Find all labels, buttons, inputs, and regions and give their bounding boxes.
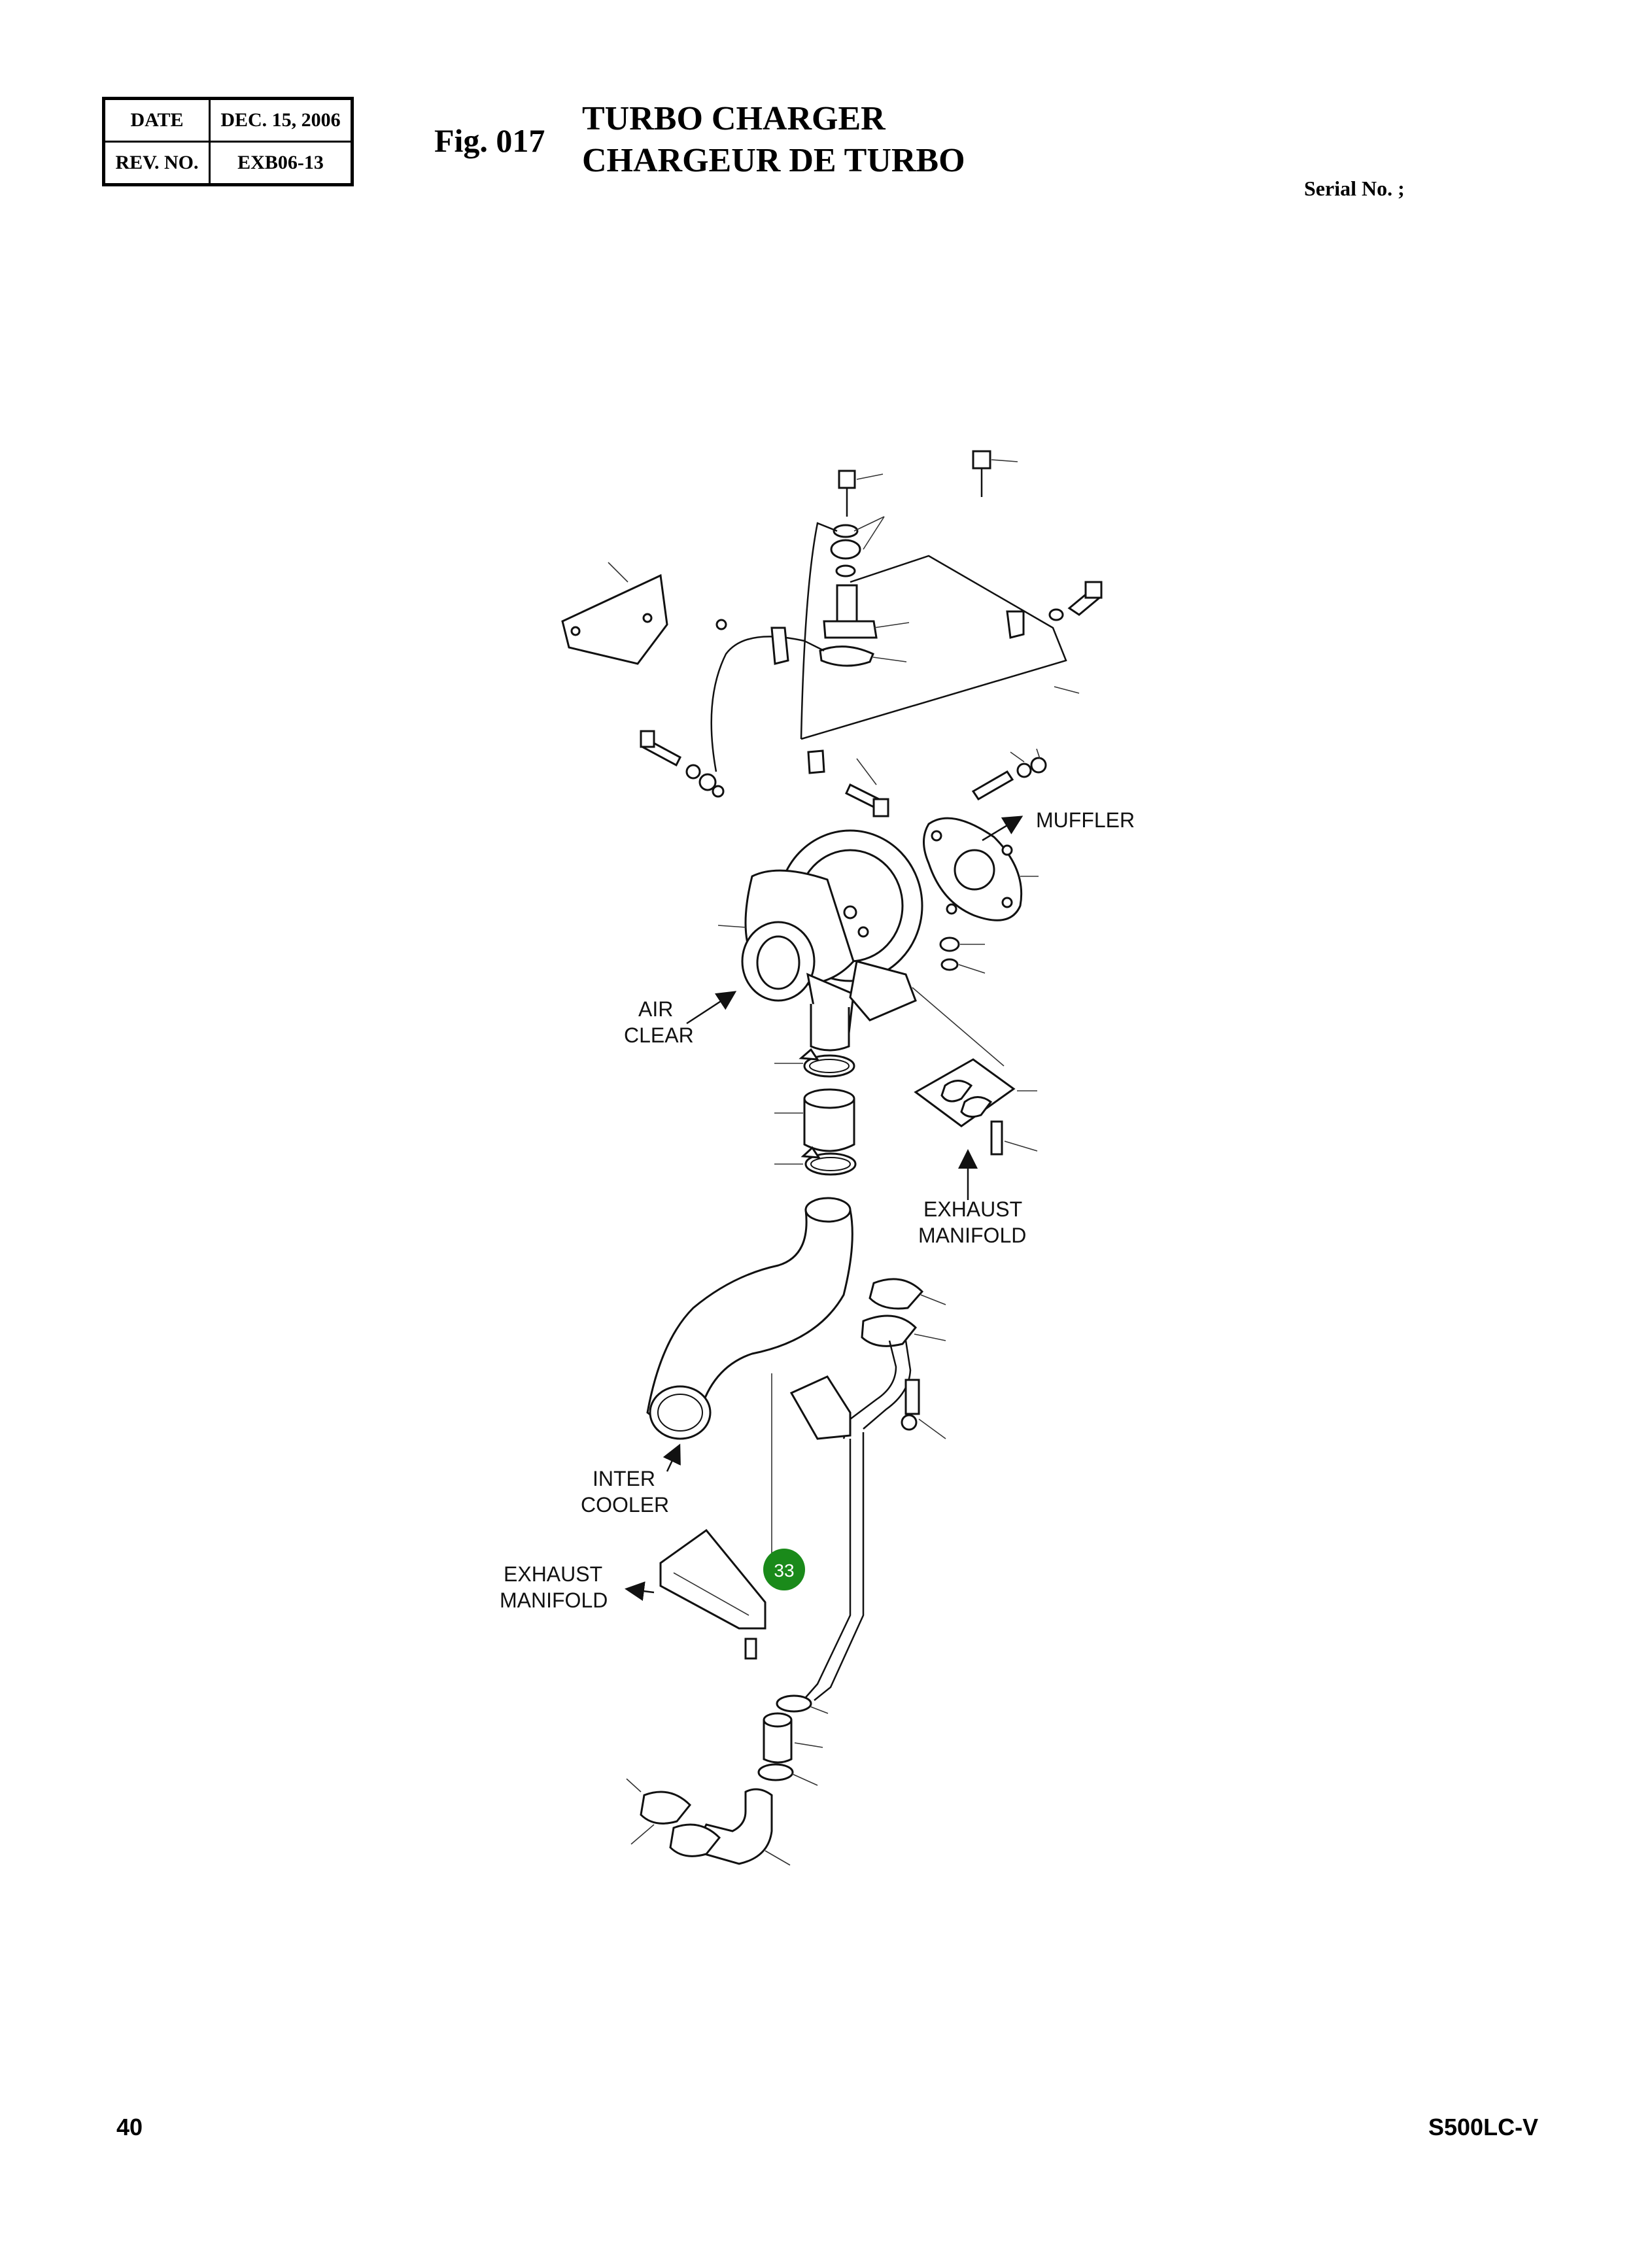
oil-return-pipe: [789, 1278, 946, 1701]
rubber-hose: [774, 1088, 855, 1152]
bolt-top-1: [838, 470, 884, 517]
muffler-gasket: [923, 815, 1039, 921]
nut-washer: [939, 936, 986, 974]
label-air-clear-2: CLEAR: [624, 1023, 694, 1047]
figure-number: Fig. 017: [434, 122, 545, 159]
label-exhaust-manifold-right-2: MANIFOLD: [918, 1224, 1026, 1247]
figure-title-en: TURBO CHARGER: [582, 100, 886, 137]
arrow-air-clear: [686, 991, 737, 1025]
callout-33[interactable]: 33: [763, 1373, 805, 1590]
callout-number: 33: [774, 1560, 794, 1581]
figure-title-fr: CHARGEUR DE TURBO: [582, 142, 965, 179]
label-muffler: MUFFLER: [1036, 808, 1135, 832]
turbocharger: [717, 829, 1005, 1067]
bolt-left: [640, 730, 725, 798]
bolt-center: [845, 758, 889, 817]
stud-nut: [971, 748, 1047, 801]
banjo-fitting: [819, 516, 910, 667]
revision-table: DATE DEC. 15, 2006 REV. NO. EXB06-13: [102, 97, 354, 186]
hose-clamp-upper: [774, 1048, 855, 1078]
label-exhaust-manifold-left-2: MANIFOLD: [500, 1588, 608, 1612]
lower-clamp-hose: [757, 1694, 829, 1786]
page-number: 40: [116, 2114, 143, 2140]
label-inter-cooler-2: COOLER: [581, 1493, 669, 1517]
label-inter-cooler-1: INTER: [593, 1467, 655, 1490]
bracket-plate: [561, 562, 668, 665]
hose-clamp-lower: [774, 1146, 857, 1176]
manifold-bracket: [625, 1528, 766, 1660]
exhaust-elbow: [626, 1778, 791, 1866]
label-air-clear-1: AIR: [638, 997, 673, 1021]
label-exhaust-manifold-left-1: EXHAUST: [504, 1562, 602, 1586]
exhaust-gasket: [914, 1058, 1038, 1200]
serial-number: Serial No. ;: [1304, 177, 1405, 200]
bolt-right: [1048, 581, 1103, 621]
bolt-top-2: [972, 450, 1018, 497]
rev-value: EXB06-13: [209, 141, 353, 186]
label-exhaust-manifold-right-1: EXHAUST: [923, 1197, 1022, 1221]
oil-pipes: [710, 522, 1080, 774]
intercooler-pipe: [646, 1197, 853, 1472]
date-value: DEC. 15, 2006: [209, 97, 353, 143]
model-name: S500LC-V: [1428, 2114, 1539, 2140]
rev-label: REV. NO.: [103, 141, 211, 186]
date-label: DATE: [103, 97, 211, 143]
